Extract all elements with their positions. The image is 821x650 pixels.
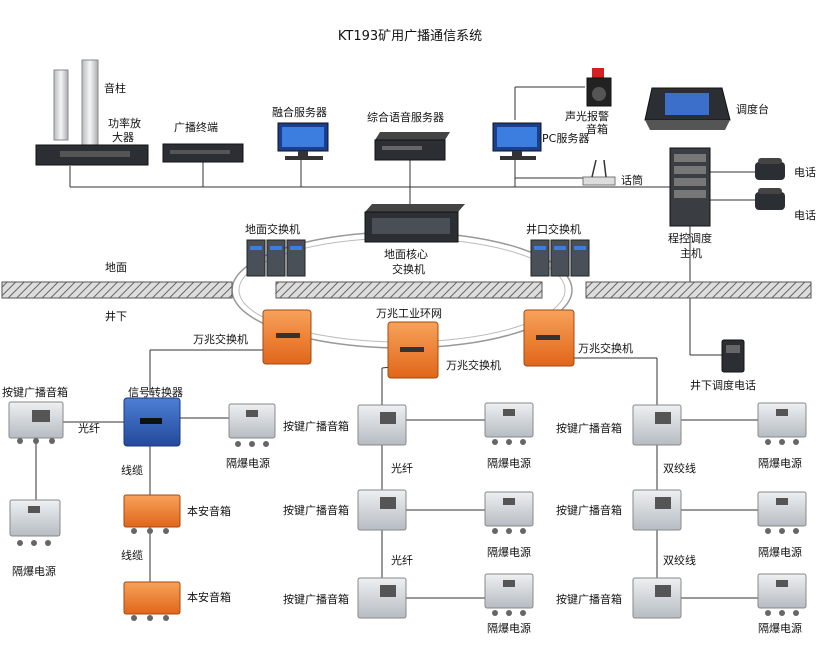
ten-g-switch-label-3: 万兆交换机 <box>578 341 633 355</box>
cable-label-1: 线缆 <box>121 463 143 477</box>
underground-lines <box>35 349 758 599</box>
button-speaker-label-mid-3: 按键广播音箱 <box>283 592 349 606</box>
shaft-switch-icon <box>530 239 590 277</box>
alarm-label-2: 音箱 <box>586 122 608 136</box>
button-speaker-label-right-1: 按键广播音箱 <box>556 421 622 435</box>
ring-network-label: 万兆工业环网 <box>376 307 442 320</box>
underground-phone-icon <box>721 339 745 373</box>
core-switch-icon <box>364 204 465 243</box>
button-speaker-label-right-2: 按键广播音箱 <box>556 503 622 517</box>
pbx-cabinet-icon <box>669 147 711 227</box>
safe-speaker-icon <box>123 494 181 534</box>
broadcast-terminal-icon <box>162 143 244 163</box>
pc-server-icon <box>492 122 542 160</box>
fiber-label-left: 光纤 <box>78 421 100 435</box>
page-title: KT193矿用广播通信系统 <box>338 29 482 44</box>
microphone-icon <box>582 159 616 186</box>
ten-g-switch-icon <box>387 321 439 379</box>
ten-g-switch-icon <box>262 309 312 365</box>
explosion-power-icon <box>228 403 276 447</box>
alarm-speaker-icon <box>586 68 612 107</box>
safe-speaker-icon <box>123 581 181 621</box>
power-amplifier-icon <box>35 144 149 166</box>
ten-g-switch-icon <box>523 309 575 367</box>
alarm-label-1: 声光报警 <box>565 109 609 123</box>
explosion-power-label: 隔爆电源 <box>487 545 531 559</box>
signal-converter-icon <box>123 397 181 447</box>
safe-speaker-label-1: 本安音箱 <box>187 504 231 518</box>
explosion-power-label: 隔爆电源 <box>487 456 531 470</box>
explosion-power-icon <box>757 491 807 534</box>
voice-server-label: 综合语音服务器 <box>367 110 444 124</box>
shaft-switch-label: 井口交换机 <box>526 222 581 236</box>
fiber-label-mid-2: 光纤 <box>391 553 413 567</box>
power-amplifier-label-2: 大器 <box>112 130 134 144</box>
underground-label: 井下 <box>105 309 127 323</box>
explosion-power-label: 隔爆电源 <box>758 456 802 470</box>
button-speaker-icon <box>632 404 682 446</box>
voice-server-icon <box>374 132 450 161</box>
ground-switch-icon <box>246 239 306 277</box>
core-switch-label-1: 地面核心 <box>384 247 428 261</box>
dispatch-console-icon <box>644 87 731 130</box>
core-switch-label-2: 交换机 <box>392 262 425 276</box>
pbx-label-1: 程控调度 <box>668 231 712 245</box>
broadcast-terminal-label: 广播终端 <box>174 120 218 134</box>
ground-layer <box>1 281 812 299</box>
power-amplifier-label-1: 功率放 <box>108 116 141 130</box>
safe-speaker-label-2: 本安音箱 <box>187 590 231 604</box>
button-speaker-label-mid-2: 按键广播音箱 <box>283 503 349 517</box>
ground-switch-label: 地面交换机 <box>245 222 300 236</box>
explosion-power-label: 隔爆电源 <box>758 545 802 559</box>
signal-converter-label: 信号转换器 <box>128 385 183 399</box>
underground-phone-label: 井下调度电话 <box>690 378 756 392</box>
explosion-power-label: 隔爆电源 <box>758 621 802 635</box>
phone-icon <box>755 188 785 210</box>
speaker-column-icon <box>53 59 99 146</box>
fiber-label-mid-1: 光纤 <box>391 461 413 475</box>
phone-label-1: 电话 <box>794 166 816 179</box>
explosion-power-icon <box>484 573 534 616</box>
fusion-server-label: 融合服务器 <box>272 105 327 119</box>
microphone-label: 话筒 <box>621 173 643 187</box>
button-speaker-label-mid-1: 按键广播音箱 <box>283 419 349 433</box>
ground-label: 地面 <box>105 261 127 274</box>
dispatch-console-label: 调度台 <box>736 102 769 116</box>
button-speaker-icon <box>632 577 682 619</box>
cable-label-2: 线缆 <box>121 548 143 562</box>
explosion-power-icon <box>9 499 61 546</box>
explosion-power-icon <box>484 402 534 445</box>
ten-g-switch-label-1: 万兆交换机 <box>193 332 248 346</box>
button-speaker-label-left: 按键广播音箱 <box>2 385 68 399</box>
button-speaker-icon <box>357 577 407 619</box>
button-speaker-icon <box>632 489 682 531</box>
twisted-pair-label-1: 双绞线 <box>663 461 696 475</box>
button-speaker-label-right-3: 按键广播音箱 <box>556 592 622 606</box>
ten-g-switch-label-2: 万兆交换机 <box>446 358 501 372</box>
pbx-label-2: 主机 <box>680 246 702 260</box>
button-speaker-icon <box>8 401 64 444</box>
button-speaker-icon <box>357 404 407 446</box>
speaker-column-label: 音柱 <box>104 81 126 95</box>
explosion-power-icon <box>484 491 534 534</box>
explosion-power-label: 隔爆电源 <box>226 456 270 470</box>
explosion-power-label: 隔爆电源 <box>12 564 56 578</box>
phone-icon <box>755 158 785 180</box>
fusion-server-icon <box>277 122 329 160</box>
explosion-power-icon <box>757 402 807 445</box>
button-speaker-icon <box>357 489 407 531</box>
pc-server-label: PC服务器 <box>542 132 589 145</box>
phone-label-2: 电话 <box>794 209 816 222</box>
explosion-power-label: 隔爆电源 <box>487 621 531 635</box>
twisted-pair-label-2: 双绞线 <box>663 553 696 567</box>
explosion-power-icon <box>757 573 807 616</box>
